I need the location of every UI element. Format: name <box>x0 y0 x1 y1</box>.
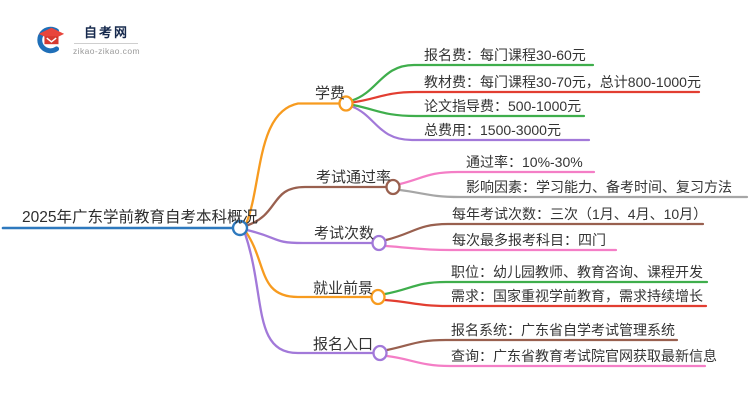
branch-curve-tuition <box>244 102 341 226</box>
leaf-thesis-fee[interactable]: 论文指导费：500-1000元 <box>424 98 582 114</box>
branch-label-job-prospects[interactable]: 就业前景 <box>313 280 374 297</box>
leaf-total-cost[interactable]: 总费用：1500-3000元 <box>424 122 561 138</box>
branch-curve-job-prospects <box>244 230 373 299</box>
tuition-node-handle[interactable] <box>338 95 354 112</box>
branch-label-registration-entrance[interactable]: 报名入口 <box>313 336 374 353</box>
pass-rate-node-handle[interactable] <box>385 178 401 196</box>
leaf-curve-exam-times-per-year <box>384 222 705 242</box>
branch-curve-registration-entrance <box>243 232 375 355</box>
leaf-curve-registration-fee <box>350 63 595 102</box>
root-node-handle[interactable] <box>231 219 249 237</box>
leaf-demand[interactable]: 需求：国家重视学前教育，需求持续增长 <box>451 288 703 304</box>
root-node-label[interactable]: 2025年广东学前教育自考本科概况 <box>22 209 258 226</box>
leaf-curve-thesis-fee <box>351 103 586 118</box>
leaf-registration-system[interactable]: 报名系统：广东省自学考试管理系统 <box>451 322 675 338</box>
logo-domain: zikao-zikao.com <box>73 46 140 56</box>
leaf-curve-total-cost <box>350 105 591 142</box>
branch-curve-pass-rate <box>245 185 388 227</box>
leaf-curve-positions <box>383 280 709 296</box>
leaf-registration-fee[interactable]: 报名费：每门课程30-60元 <box>424 47 586 63</box>
registration-entrance-node-handle[interactable] <box>372 344 388 362</box>
leaf-curve-registration-system <box>385 338 679 352</box>
leaf-curve-pass-rate-factors <box>398 188 749 199</box>
leaf-pass-rate-factors[interactable]: 影响因素：学习能力、备考时间、复习方法 <box>466 179 732 195</box>
leaf-query[interactable]: 查询：广东省教育考试院官网获取最新信息 <box>451 348 717 364</box>
leaf-curve-query <box>385 354 707 368</box>
branch-curve-exam-times <box>245 228 374 245</box>
logo-divider <box>74 43 139 44</box>
graduation-cap-logo-icon <box>37 26 65 53</box>
branch-label-pass-rate[interactable]: 考试通过率 <box>316 169 392 186</box>
leaf-curve-max-subjects <box>384 244 618 252</box>
leaf-max-subjects[interactable]: 每次最多报考科目：四门 <box>452 232 606 248</box>
logo-title: 自考网 <box>83 25 129 40</box>
logo-text-block: 自考网 zikao-zikao.com <box>73 22 140 56</box>
leaf-positions[interactable]: 职位：幼儿园教师、教育咨询、课程开发 <box>451 264 703 280</box>
job-prospects-node-handle[interactable] <box>370 288 386 306</box>
site-logo[interactable]: 自考网 zikao-zikao.com <box>36 22 140 56</box>
leaf-pass-rate-value[interactable]: 通过率：10%-30% <box>466 154 583 170</box>
leaf-textbook-fee[interactable]: 教材费：每门课程30-70元，总计800-1000元 <box>424 74 701 90</box>
leaf-curve-pass-rate-value <box>398 170 596 186</box>
branch-label-tuition[interactable]: 学费 <box>315 85 346 102</box>
branch-label-exam-times[interactable]: 考试次数 <box>314 225 375 242</box>
exam-times-node-handle[interactable] <box>371 234 387 252</box>
leaf-curve-textbook-fee <box>350 90 701 104</box>
leaf-curve-demand <box>383 298 708 308</box>
leaf-exam-times-per-year[interactable]: 每年考试次数：三次（1月、4月、10月） <box>452 206 708 222</box>
